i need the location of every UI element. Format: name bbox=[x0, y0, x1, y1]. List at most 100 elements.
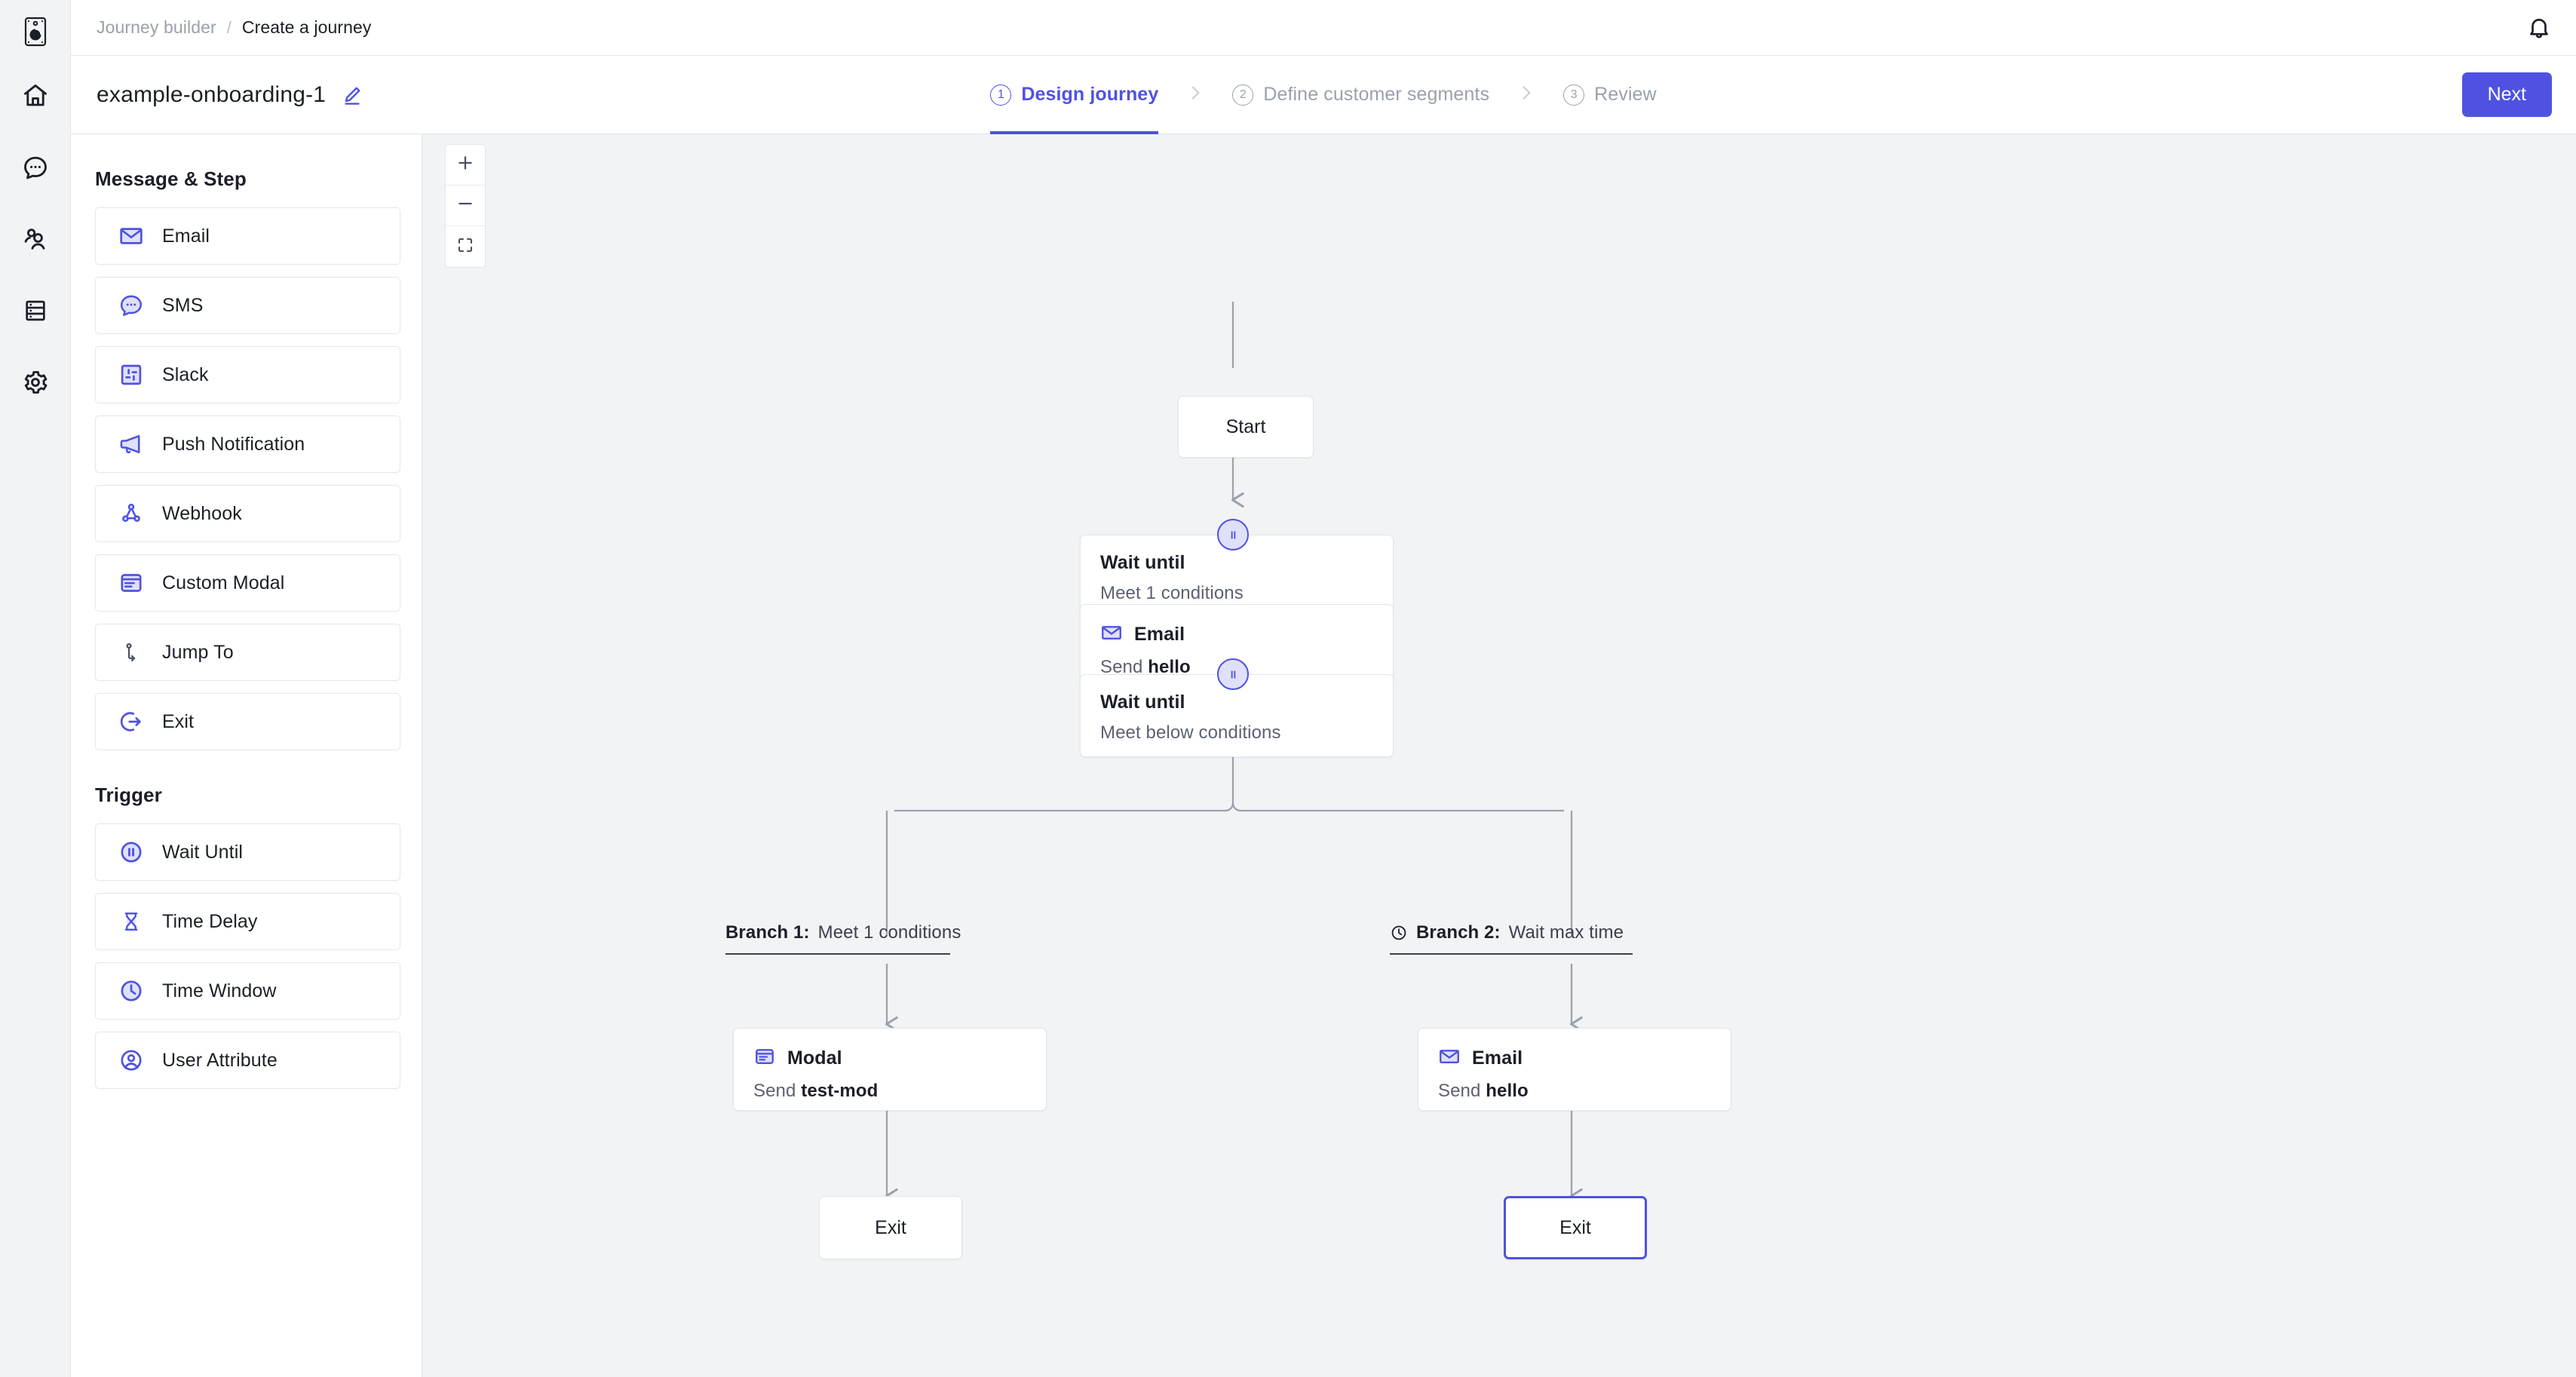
palette-item-time-delay[interactable]: Time Delay bbox=[95, 893, 400, 950]
palette-item-label: Email bbox=[162, 225, 210, 247]
palette-item-label: Wait Until bbox=[162, 841, 244, 863]
sidebar-item-audience[interactable] bbox=[11, 216, 60, 265]
clock-small-icon bbox=[1390, 924, 1408, 942]
sidebar-item-messages[interactable] bbox=[11, 145, 60, 193]
palette-item-push-notification[interactable]: Push Notification bbox=[95, 416, 400, 473]
palette-item-exit[interactable]: Exit bbox=[95, 693, 400, 750]
breadcrumb-separator: / bbox=[226, 17, 232, 37]
step-label: Define customer segments bbox=[1263, 84, 1490, 105]
step-number: 2 bbox=[1232, 84, 1254, 106]
palette-item-email[interactable]: Email bbox=[95, 207, 400, 265]
chevron-right-icon bbox=[1516, 83, 1536, 106]
zoom-in-button[interactable] bbox=[446, 145, 485, 186]
node-title: Wait until bbox=[1100, 552, 1185, 573]
node-label: Exit bbox=[1559, 1216, 1591, 1238]
plus-icon bbox=[455, 153, 475, 176]
sidebar-item-settings[interactable] bbox=[11, 360, 60, 408]
breadcrumb-current: Create a journey bbox=[241, 17, 372, 37]
branch-detail: Wait max time bbox=[1508, 922, 1624, 943]
branch-label-1: Branch 1: Meet 1 conditions bbox=[725, 922, 961, 955]
breadcrumb-parent[interactable]: Journey builder bbox=[97, 17, 216, 37]
node-subtitle-prefix: Send bbox=[753, 1081, 796, 1101]
journey-name: example-onboarding-1 bbox=[97, 81, 327, 107]
node-title: Email bbox=[1472, 1047, 1523, 1069]
bell-icon[interactable] bbox=[2526, 15, 2552, 41]
palette-item-label: Exit bbox=[162, 710, 195, 732]
database-icon bbox=[23, 298, 48, 327]
node-subtitle-value: hello bbox=[1148, 657, 1191, 677]
palette-item-time-window[interactable]: Time Window bbox=[95, 962, 400, 1020]
journey-stepper: 1 Design journey 2 Define customer segme… bbox=[71, 56, 2576, 134]
minus-icon bbox=[455, 194, 475, 217]
branch-name: Branch 2: bbox=[1416, 922, 1501, 943]
palette-heading-message-step: Message & Step bbox=[95, 167, 247, 190]
clock-icon bbox=[117, 978, 146, 1004]
palette-item-label: SMS bbox=[162, 294, 204, 316]
node-title: Modal bbox=[787, 1047, 842, 1069]
palette-item-custom-modal[interactable]: Custom Modal bbox=[95, 554, 400, 612]
user-circle-icon bbox=[117, 1047, 146, 1073]
step-number: 1 bbox=[990, 84, 1012, 106]
palette-item-sms[interactable]: SMS bbox=[95, 277, 400, 334]
node-email-2[interactable]: Email Send hello bbox=[1418, 1028, 1731, 1111]
node-exit-right[interactable]: Exit bbox=[1504, 1196, 1647, 1259]
webhook-icon bbox=[117, 501, 146, 526]
flow-connectors bbox=[422, 302, 2576, 1377]
node-subtitle-prefix: Send bbox=[1438, 1081, 1481, 1101]
sidebar-item-data[interactable] bbox=[11, 288, 60, 336]
node-subtitle: Meet 1 conditions bbox=[1100, 583, 1244, 603]
step-label: Review bbox=[1594, 84, 1657, 105]
node-subtitle-value: hello bbox=[1486, 1081, 1529, 1101]
step-label: Design journey bbox=[1021, 84, 1159, 105]
pause-icon bbox=[1217, 519, 1249, 550]
jump-to-icon bbox=[117, 639, 146, 665]
palette-item-label: Time Delay bbox=[162, 910, 258, 932]
zoom-out-button[interactable] bbox=[446, 186, 485, 226]
node-subtitle-prefix: Send bbox=[1100, 657, 1143, 677]
step-design-journey[interactable]: 1 Design journey bbox=[990, 56, 1159, 134]
palette-item-label: Custom Modal bbox=[162, 572, 285, 593]
node-subtitle: Send hello bbox=[1100, 657, 1373, 678]
journey-canvas[interactable]: Start Wait until Meet 1 conditions bbox=[422, 134, 2576, 1377]
chevron-right-icon bbox=[1185, 83, 1205, 106]
palette-item-user-attribute[interactable]: User Attribute bbox=[95, 1032, 400, 1089]
modal-icon bbox=[117, 570, 146, 596]
canvas-zoom-controls bbox=[445, 144, 486, 268]
fit-view-button[interactable] bbox=[446, 226, 485, 267]
node-modal[interactable]: Modal Send test-mod bbox=[733, 1028, 1047, 1111]
slack-icon bbox=[117, 362, 146, 388]
node-exit-left[interactable]: Exit bbox=[819, 1196, 962, 1259]
sidebar-item-home[interactable] bbox=[11, 73, 60, 121]
email-icon bbox=[1438, 1045, 1461, 1072]
step-define-customer-segments[interactable]: 2 Define customer segments bbox=[1232, 56, 1489, 134]
node-wait-until-1[interactable]: Wait until Meet 1 conditions bbox=[1080, 535, 1394, 618]
palette-item-wait-until[interactable]: Wait Until bbox=[95, 823, 400, 881]
hourglass-icon bbox=[117, 909, 146, 934]
pause-circle-icon bbox=[117, 839, 146, 865]
app-logo-icon[interactable] bbox=[23, 17, 48, 51]
node-label: Start bbox=[1225, 416, 1266, 437]
node-title: Email bbox=[1134, 624, 1185, 645]
modal-icon bbox=[753, 1045, 776, 1072]
fit-screen-icon bbox=[456, 236, 474, 258]
email-icon bbox=[1100, 621, 1123, 648]
palette-item-label: Slack bbox=[162, 363, 209, 385]
breadcrumb-bar: Journey builder / Create a journey bbox=[71, 0, 2576, 56]
flow-graph: Start Wait until Meet 1 conditions bbox=[422, 134, 2576, 1377]
palette-item-webhook[interactable]: Webhook bbox=[95, 485, 400, 542]
gear-icon bbox=[22, 369, 49, 400]
step-review[interactable]: 3 Review bbox=[1563, 56, 1657, 134]
palette-item-label: Push Notification bbox=[162, 433, 305, 455]
palette-item-label: Webhook bbox=[162, 502, 242, 524]
node-subtitle: Send test-mod bbox=[753, 1081, 1026, 1102]
node-start[interactable]: Start bbox=[1178, 396, 1314, 458]
node-title: Wait until bbox=[1100, 692, 1185, 713]
next-button[interactable]: Next bbox=[2461, 72, 2552, 117]
pencil-icon[interactable] bbox=[341, 84, 363, 106]
palette-item-jump-to[interactable]: Jump To bbox=[95, 624, 400, 681]
email-icon bbox=[117, 223, 146, 249]
global-nav-rail bbox=[0, 0, 71, 1377]
palette-item-slack[interactable]: Slack bbox=[95, 346, 400, 403]
node-subtitle-value: test-mod bbox=[801, 1081, 879, 1101]
